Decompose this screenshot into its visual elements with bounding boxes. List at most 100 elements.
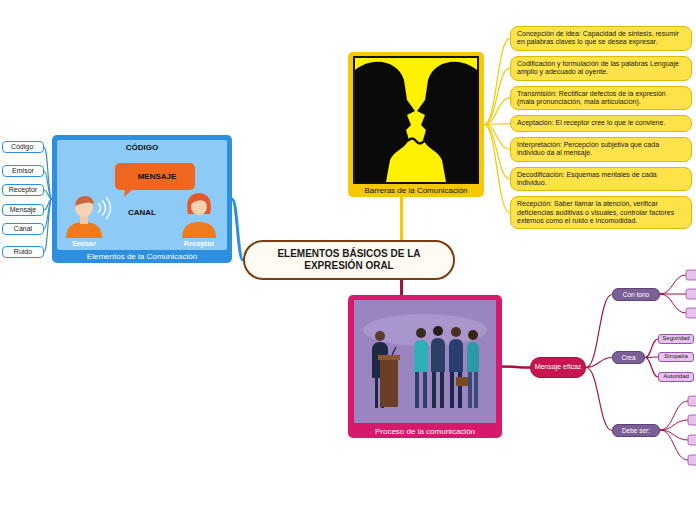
- leaf-box: Autoridad: [658, 372, 694, 382]
- connector: [484, 125, 510, 213]
- drawing-part: [375, 378, 378, 408]
- node-text: Crea: [615, 354, 642, 362]
- connector: [484, 98, 510, 125]
- drawing-part: [456, 377, 468, 386]
- connector: [44, 147, 52, 199]
- connector: [502, 367, 530, 368]
- connector: [400, 197, 403, 240]
- node-text: Con tono: [615, 291, 657, 299]
- subtopic-pill: Debe ser:: [612, 424, 660, 437]
- connector: [44, 199, 52, 252]
- leaf-box: Seguridad: [658, 334, 694, 344]
- drawing-part: [468, 372, 472, 408]
- drawing-part: [432, 372, 436, 408]
- topic-pill: Mensaje eficaz: [530, 357, 586, 378]
- drawing-part: [380, 357, 398, 407]
- barrier-box: Recepción: Saber llamar la atención, ver…: [510, 196, 692, 229]
- picture-label: CANAL: [128, 208, 156, 217]
- node-text: Canal: [5, 225, 41, 233]
- node-text: Ruido: [5, 248, 41, 256]
- connector: [400, 280, 403, 295]
- drawing-part: [688, 396, 696, 406]
- drawing-part: [80, 216, 88, 224]
- communication-process-picture: [348, 295, 502, 438]
- caption: Elementos de la Comunicación: [52, 252, 232, 262]
- connector: [484, 68, 510, 124]
- connector: [645, 358, 658, 378]
- drawing-part: [417, 62, 477, 182]
- node-text: Mensaje: [5, 206, 41, 214]
- connector: [586, 358, 612, 368]
- drawing-part: [440, 372, 444, 408]
- drawing-part: [688, 455, 696, 465]
- drawing-part: [414, 340, 428, 372]
- drawing-part: [348, 295, 502, 438]
- drawing-part: [52, 135, 232, 263]
- barrier-box: Transmisión: Rectificar defectos de la e…: [510, 86, 692, 111]
- node-text: Seguridad: [661, 335, 691, 342]
- branch-box: Ruido: [2, 246, 44, 258]
- branch-box: Mensaje: [2, 204, 44, 216]
- picture-box: Barreras de la Comunicación: [348, 52, 484, 197]
- drawing-part: [348, 52, 484, 197]
- barrier-box: Decodificación: Esquemas mentales de cad…: [510, 167, 692, 192]
- node-text: Recepción: Saber llamar la atención, ver…: [517, 200, 685, 225]
- connector: [44, 171, 52, 199]
- picture-box: Proceso de la comunicación: [348, 295, 502, 438]
- node-text: Código:: [5, 143, 41, 151]
- node-text: Aceptación: El receptor cree lo que le c…: [517, 119, 685, 127]
- drawing-part: [686, 308, 696, 318]
- drawing-part: [98, 197, 111, 219]
- drawing-part: [375, 331, 385, 341]
- empty-branches: [660, 275, 688, 460]
- barrier-box: Codificación y formulación de las palabr…: [510, 56, 692, 81]
- drawing-part: [449, 339, 463, 372]
- node-text: Receptor: [5, 186, 41, 194]
- drawing-part: [191, 195, 208, 204]
- barriers-picture: [348, 52, 484, 197]
- branch-box: Receptor: [2, 184, 44, 196]
- branch-box: Canal: [2, 223, 44, 235]
- drawing-part: [660, 401, 688, 460]
- picture-label: MENSAJE: [138, 172, 177, 181]
- caption: Barreras de la Comunicación: [348, 186, 484, 196]
- node-text: Concepción de idea: Capacidad de síntesi…: [517, 30, 685, 47]
- picture-label: Emisor: [72, 240, 96, 247]
- branch-box: Código:: [2, 141, 44, 153]
- audience-figures: [414, 326, 479, 408]
- node-text: Decodificación: Esquemas mentales de cad…: [517, 171, 685, 188]
- drawing-part: [182, 222, 216, 238]
- drawing-part: [354, 57, 478, 183]
- drawing-part: [416, 328, 426, 338]
- connector: [586, 368, 612, 431]
- drawing-part: [57, 140, 227, 250]
- drawing-part: [468, 330, 478, 340]
- barrier-box: Concepción de idea: Capacidad de síntesi…: [510, 26, 692, 51]
- receiver-figure: [182, 193, 216, 238]
- leaf-box: Simpatía: [658, 352, 694, 362]
- node-text: Interpretación: Percepción subjetiva que…: [517, 141, 685, 158]
- node-text: Emisor: [5, 167, 41, 175]
- drawing-part: [354, 300, 496, 423]
- drawing-part: [431, 338, 445, 372]
- drawing-part: [688, 415, 696, 425]
- drawing-part: [115, 163, 195, 197]
- drawing-part: [66, 222, 102, 238]
- picture-label: Receptor: [184, 240, 214, 247]
- drawing-part: [75, 196, 94, 206]
- drawing-part: [378, 355, 400, 360]
- drawing-part: [688, 435, 696, 445]
- caption: Proceso de la comunicación: [348, 427, 502, 437]
- drawing-part: [686, 289, 696, 299]
- node-text: Debe ser:: [615, 427, 657, 435]
- connector: [232, 199, 243, 260]
- drawing-part: [451, 327, 461, 337]
- node-text: Simpatía: [661, 353, 691, 360]
- branch-box: Emisor: [2, 165, 44, 177]
- node-text: Mensaje eficaz: [534, 363, 582, 371]
- node-text: ELEMENTOS BÁSICOS DE LA EXPRESIÓN ORAL: [255, 248, 443, 272]
- drawing-part: [392, 347, 396, 355]
- drawing-part: [686, 270, 696, 280]
- speaker-with-podium: [372, 331, 400, 408]
- picture-label: CÓDIGO: [126, 143, 158, 152]
